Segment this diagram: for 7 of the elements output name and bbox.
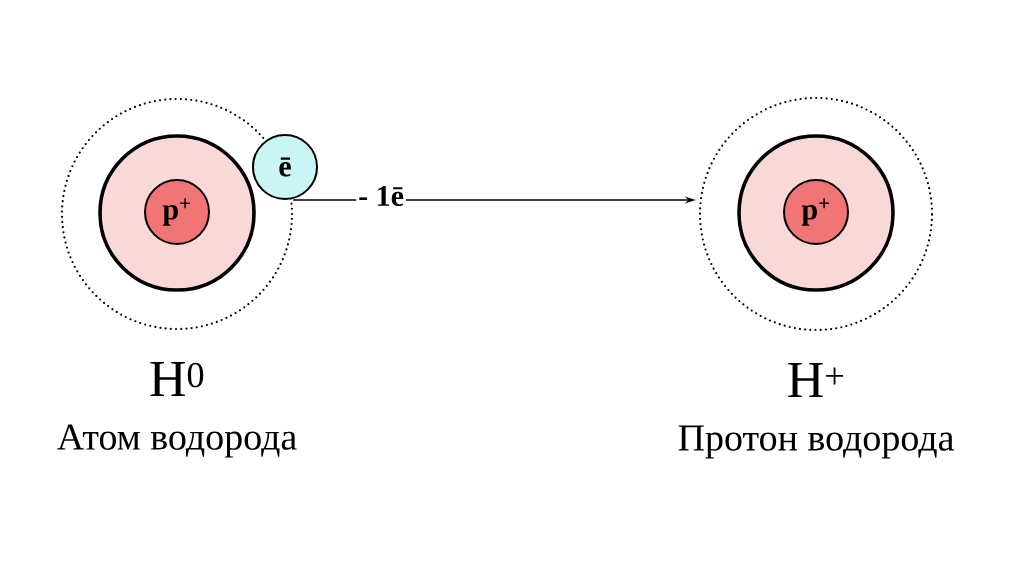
caption-label: Протон водорода	[678, 425, 954, 459]
symbol-label: H$^{+}$	[788, 362, 844, 397]
edge-label: - 1ē	[359, 185, 404, 207]
orbit-circle	[698, 96, 934, 332]
symbol-label: H$^{0}$	[150, 361, 204, 396]
orbit-circle	[60, 97, 294, 331]
caption-label: Атом водорода	[57, 424, 297, 458]
